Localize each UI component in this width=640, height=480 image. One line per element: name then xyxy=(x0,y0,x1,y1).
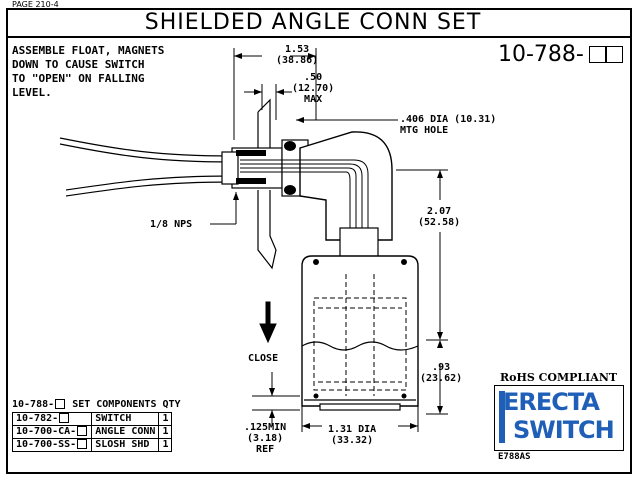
logo-line-1: ERECTA xyxy=(503,388,600,416)
bom-header-part: 10-788- xyxy=(12,399,55,410)
bom-header-text: SET COMPONENTS QTY xyxy=(72,399,181,410)
logo-line-2: SWITCH xyxy=(513,416,615,444)
dim-thread: 1/8 NPS xyxy=(150,219,193,230)
bom-qty: 1 xyxy=(158,438,173,452)
title-bar xyxy=(6,8,632,38)
close-label: CLOSE xyxy=(248,353,279,364)
rohs-label: RoHS COMPLIANT xyxy=(500,371,618,384)
bom-desc: ANGLE CONN xyxy=(91,425,160,439)
dim-min-ref: .125MIN (3.18) REF xyxy=(244,422,287,455)
bom-part: 10-700-CA- xyxy=(11,425,93,439)
part-number-box-2 xyxy=(606,46,623,63)
logo-bar xyxy=(499,391,505,443)
drawing-frame xyxy=(6,8,632,474)
dim-float-height: .93 (23.62) xyxy=(420,362,463,384)
bom-row: 10-700-CA- ANGLE CONN 1 xyxy=(11,425,193,439)
bom-qty: 1 xyxy=(158,412,173,426)
bom-table: 10-782- SWITCH 1 10-700-CA- ANGLE CONN 1… xyxy=(11,412,193,452)
dim-width-top: 1.53 (38.86) xyxy=(276,44,319,66)
bom-row: 10-700-SS- SLOSH SHD 1 xyxy=(11,438,193,452)
bom-desc: SLOSH SHD xyxy=(91,438,160,452)
part-number-box-1 xyxy=(589,46,606,63)
bom-part: 10-700-SS- xyxy=(11,438,93,452)
drawing-number: E788AS xyxy=(498,452,531,462)
bom-desc: SWITCH xyxy=(91,412,160,426)
dim-mtg-hole: .406 DIA (10.31) MTG HOLE xyxy=(400,114,497,136)
dim-offset: .50 (12.70) MAX xyxy=(292,72,335,105)
erecta-switch-logo: ERECTA SWITCH xyxy=(494,385,624,451)
bom-header-box xyxy=(55,399,66,409)
assembly-note: ASSEMBLE FLOAT, MAGNETS DOWN TO CAUSE SW… xyxy=(12,44,165,99)
bom-header: 10-788- SET COMPONENTS QTY xyxy=(12,399,181,410)
drawing-title: SHIELDED ANGLE CONN SET xyxy=(144,10,482,35)
bom-part: 10-782- xyxy=(11,412,93,426)
part-number: 10-788- xyxy=(498,42,584,67)
bom-row: 10-782- SWITCH 1 xyxy=(11,412,193,426)
dim-diameter: 1.31 DIA (33.32) xyxy=(328,424,377,446)
dim-height: 2.07 (52.58) xyxy=(418,206,461,228)
page-label: PAGE 210-4 xyxy=(10,0,61,9)
bom-qty: 1 xyxy=(158,425,173,439)
